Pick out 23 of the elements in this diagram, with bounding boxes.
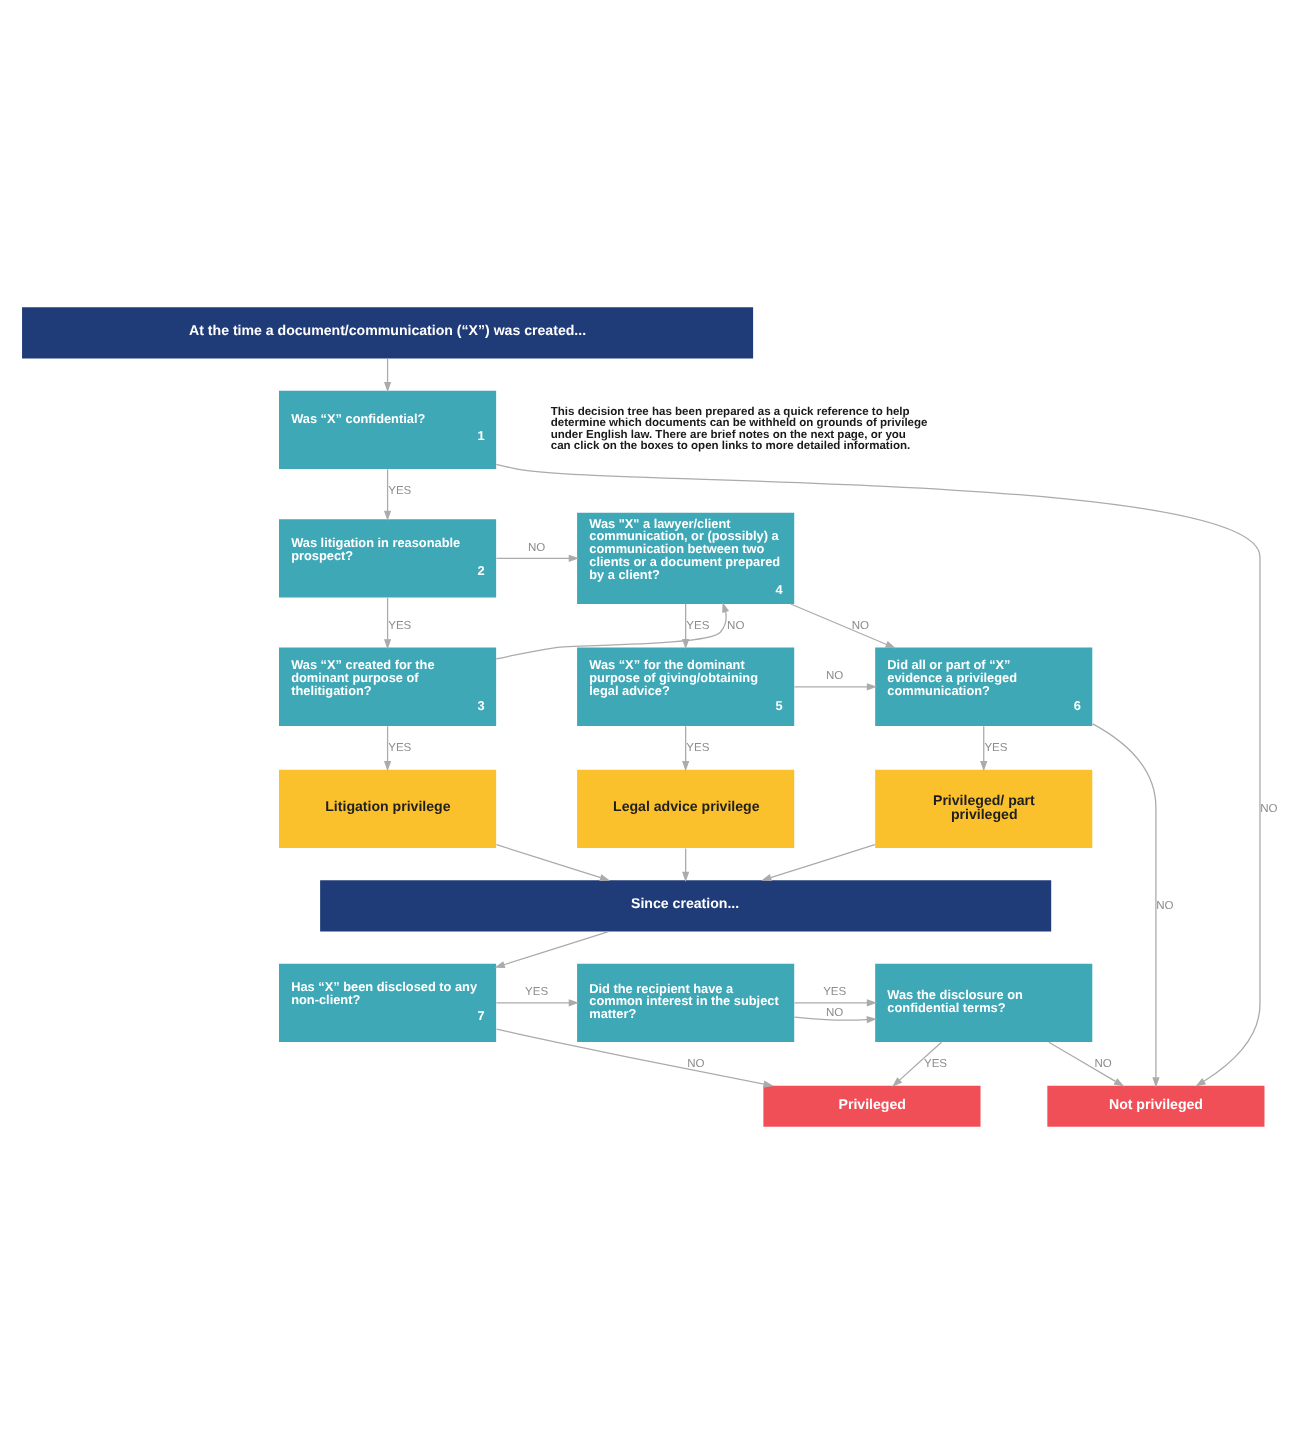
- arrow: [682, 847, 690, 882]
- arrow: [761, 844, 876, 881]
- arrow: [383, 725, 392, 772]
- arrow: [495, 463, 1261, 1087]
- arrow: [980, 725, 988, 772]
- arrow: [495, 844, 611, 881]
- arrow: [682, 725, 690, 772]
- arrow: [383, 358, 392, 393]
- arrow: [682, 603, 690, 650]
- arrow: [495, 1028, 774, 1088]
- arrow: [495, 554, 579, 562]
- arrow: [793, 1016, 877, 1024]
- arrow: [1092, 723, 1160, 1088]
- arrow: [790, 603, 896, 649]
- arrow: [383, 468, 392, 521]
- arrow: [495, 602, 730, 660]
- arrow: [383, 597, 392, 650]
- arrow: [793, 683, 878, 691]
- arrow: [494, 930, 610, 969]
- arrow: [793, 999, 878, 1007]
- arrow: [1048, 1041, 1125, 1087]
- arrow: [495, 999, 579, 1007]
- arrow: [892, 1041, 943, 1087]
